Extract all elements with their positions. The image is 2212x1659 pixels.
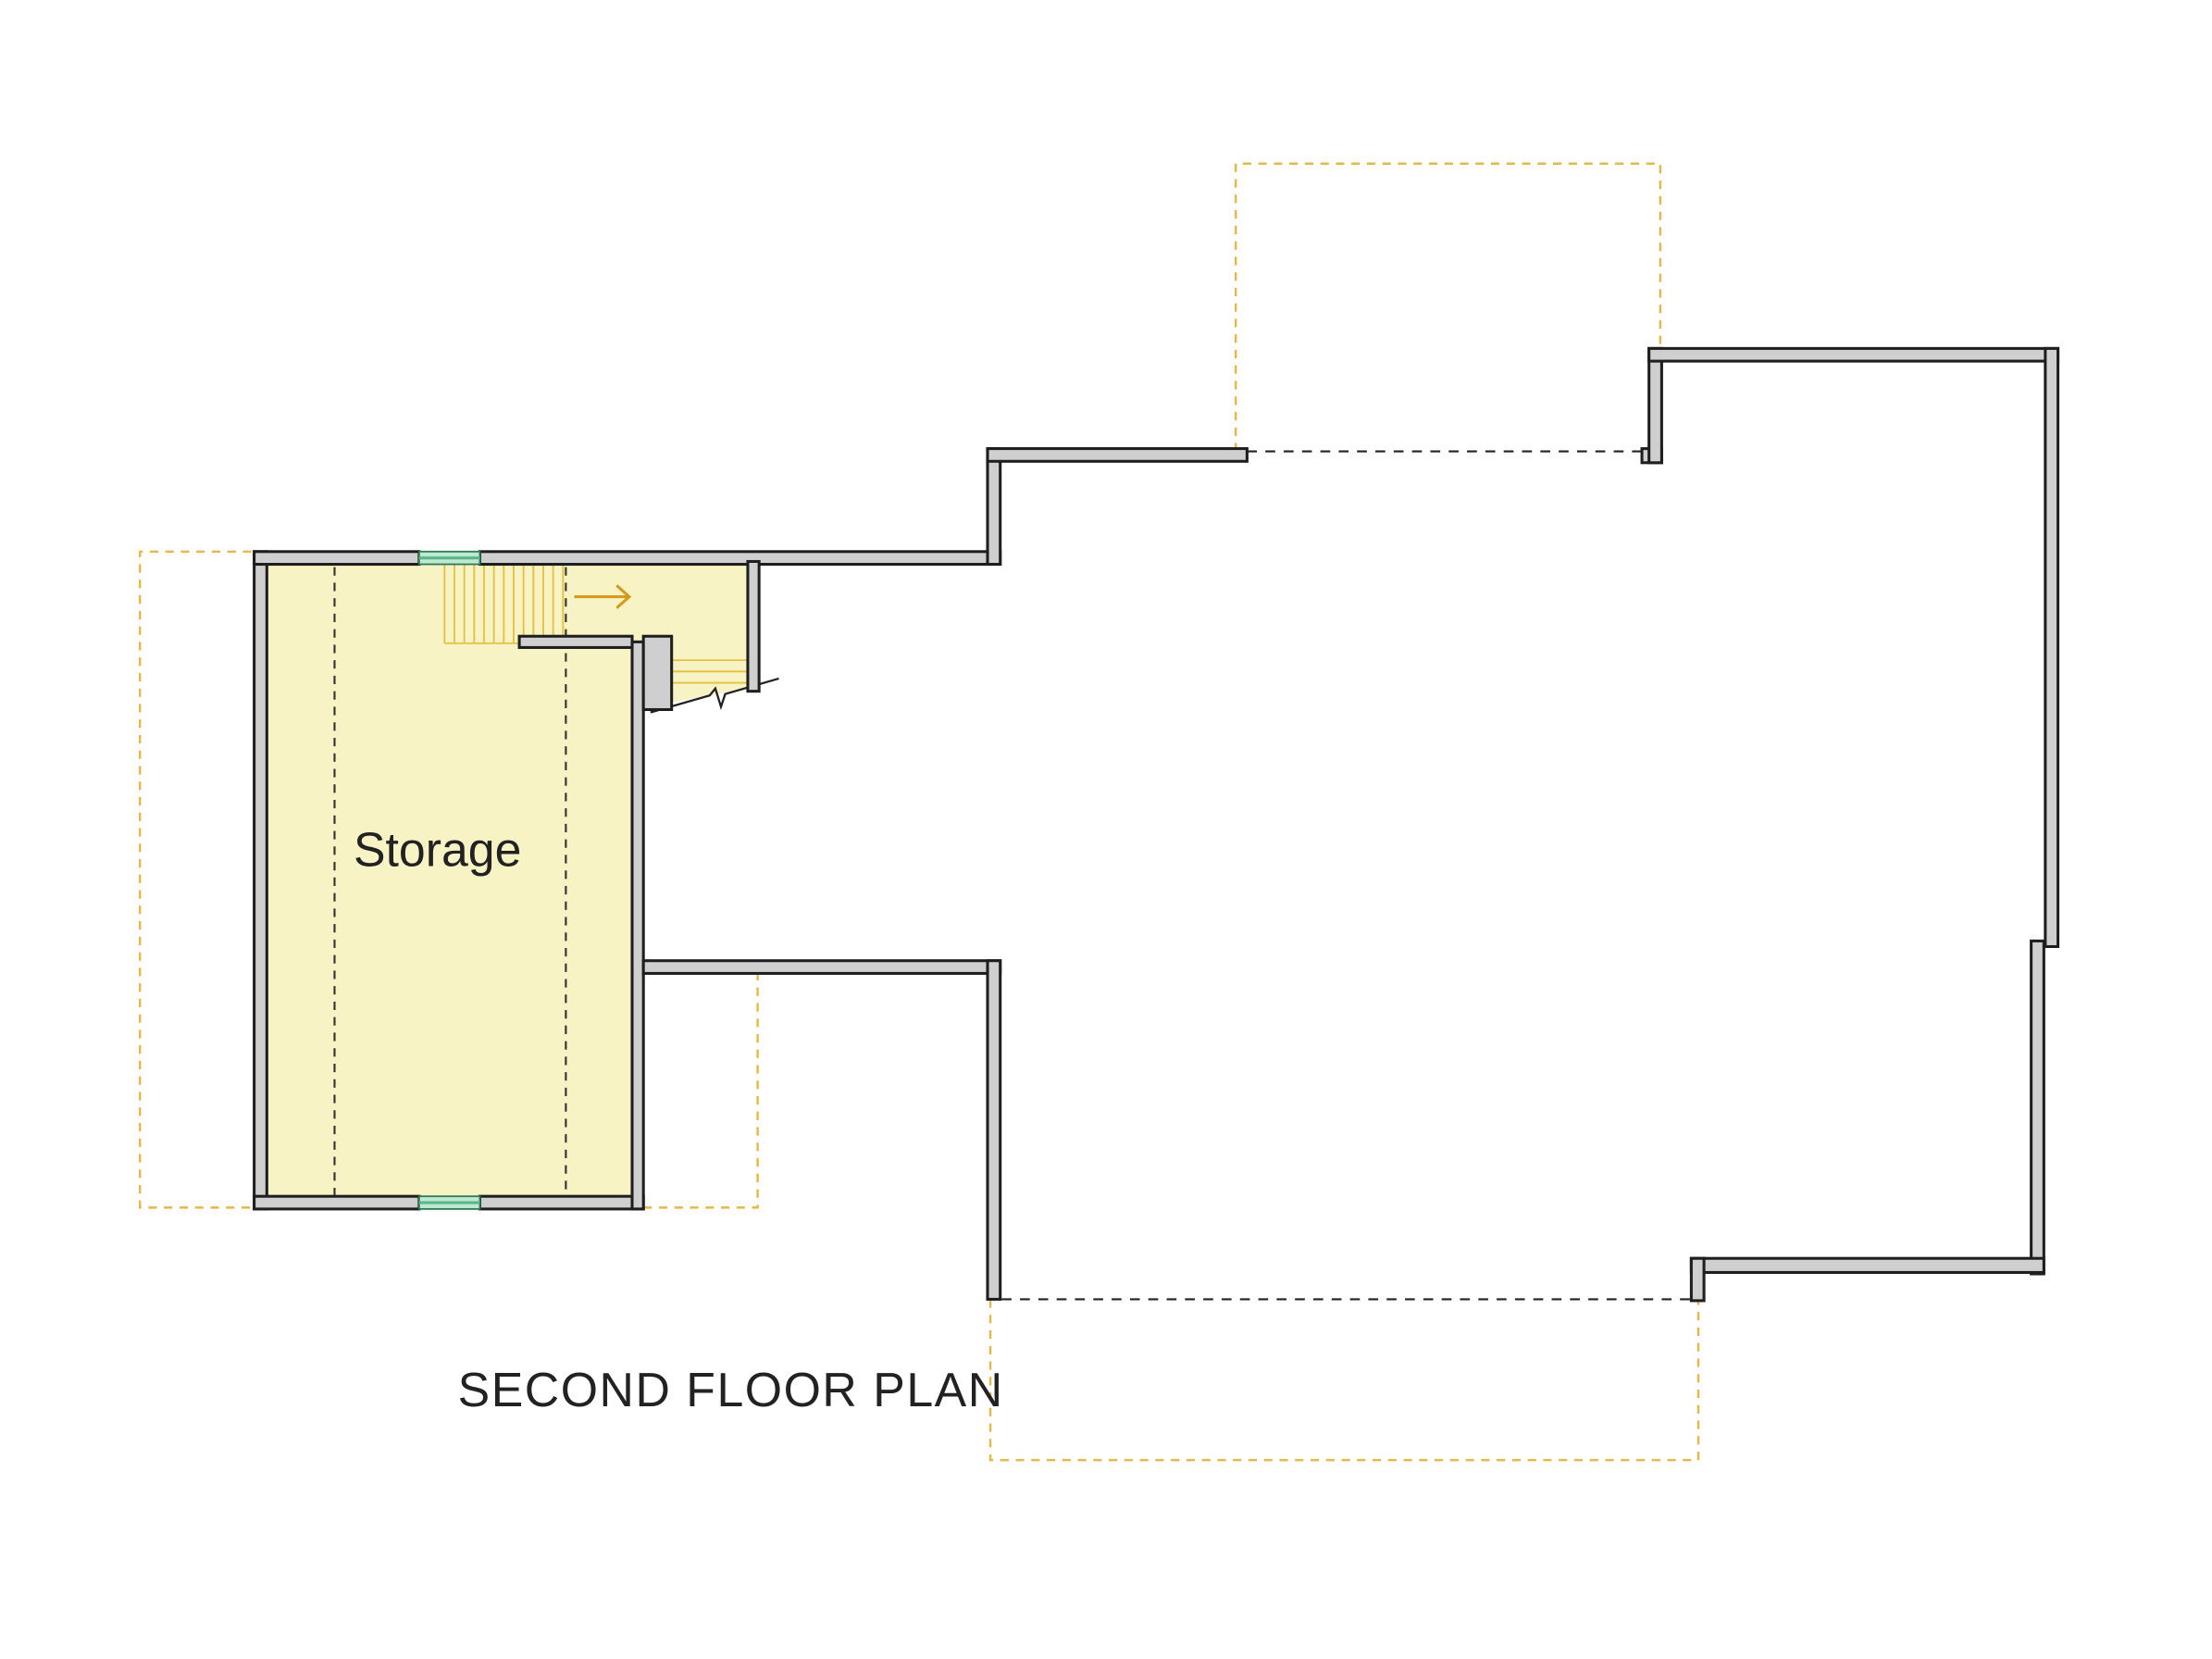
wall-storage-west [253, 550, 268, 1211]
wall-storage-south-left [253, 1194, 421, 1211]
storage-room-fill [267, 563, 632, 1198]
roof-outlines [138, 162, 1700, 1462]
wall-right-south [1689, 1256, 2045, 1274]
wall-stair-partition [517, 634, 634, 649]
wall-right-north [1647, 346, 2060, 363]
roof-outline-lower-left [643, 970, 759, 1209]
wall-storage-south-right [478, 1194, 645, 1211]
wall-lower-east [986, 959, 1002, 1301]
wall-north-main [478, 550, 1002, 567]
knee-wall-lines [333, 567, 567, 1197]
wall-right-east-lower [2030, 939, 2045, 1276]
wall-stair-post [641, 634, 674, 711]
wall-notch-bottom [1689, 1256, 1706, 1303]
wall-storage-east [630, 640, 645, 1211]
wall-step-north [986, 447, 1002, 567]
roof-outline-left [138, 550, 252, 1209]
wall-lower-north [641, 959, 1002, 975]
walls [253, 346, 2060, 1303]
wall-right-east-upper [2044, 346, 2060, 948]
roof-outline-bottom [988, 1299, 1700, 1462]
windows [417, 550, 481, 1210]
plan-title: SECOND FLOOR PLAN [458, 1363, 1004, 1416]
wall-north-upper [986, 447, 1249, 463]
stair-direction-arrow-icon [574, 584, 632, 609]
wall-stair-east [746, 559, 761, 693]
open-below-lines [1001, 450, 1690, 1301]
stair-break-line [650, 677, 779, 714]
wall-storage-north-left [253, 550, 421, 567]
room-label-storage: Storage [354, 823, 521, 877]
stairs [443, 563, 748, 684]
wall-right-west-upper [1647, 346, 1663, 465]
roof-outline-top [1234, 162, 1662, 452]
